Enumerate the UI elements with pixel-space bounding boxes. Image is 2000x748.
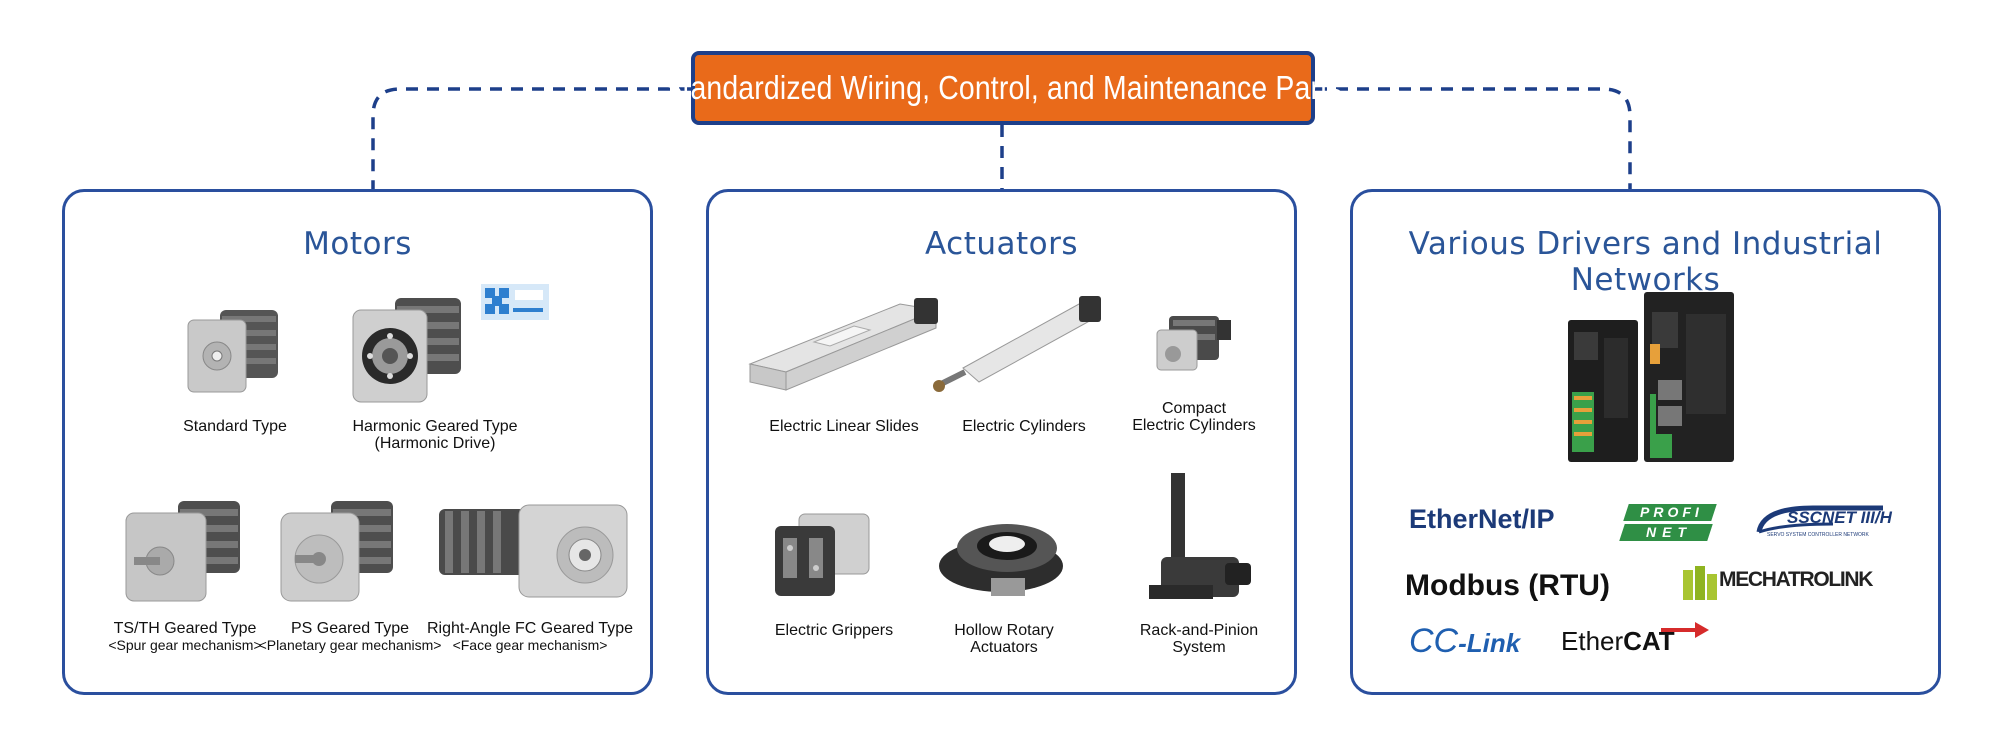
- connector-right: [1315, 87, 1632, 189]
- actuator-compact-caption: Compact Electric Cylinders: [1132, 400, 1256, 434]
- header-box: Standardized Wiring, Control, and Mainte…: [663, 51, 1342, 125]
- harmonic-drive-logo-icon: [481, 284, 549, 320]
- actuator-rack-pinion: Rack-and-Pinion System: [1114, 467, 1284, 672]
- electric-cylinder-icon: [933, 296, 1101, 392]
- motor-harmonic-geared: Harmonic Geared Type (Harmonic Drive): [335, 284, 549, 462]
- motors-panel: Motors Standard Type: [62, 189, 653, 695]
- planetary-gear-motor-icon: [280, 501, 393, 602]
- motor-harmonic-caption: Harmonic Geared Type (Harmonic Drive): [352, 418, 518, 452]
- drivers-title: Various Drivers and Industrial Networks: [1408, 226, 1883, 298]
- modbus-rtu-logo: Modbus (RTU): [1405, 569, 1610, 602]
- drivers-panel: Various Drivers and Industrial Networks …: [1350, 189, 1941, 695]
- actuator-grippers-caption: Electric Grippers: [774, 622, 894, 639]
- actuator-hollow-caption: Hollow Rotary Actuators: [954, 622, 1054, 656]
- motor-ps-caption: PS Geared Type <Planetary gear mechanism…: [258, 620, 442, 653]
- sscnet-logo: SSCNET III/H SERVO SYSTEM CONTROLLER NET…: [1753, 502, 1893, 542]
- actuator-linear-slides: Electric Linear Slides: [748, 292, 939, 462]
- actuator-compact-cylinders: Compact Electric Cylinders: [1109, 302, 1279, 462]
- profinet-logo: PROFI NET: [1619, 504, 1720, 542]
- gripper-icon: [775, 513, 870, 596]
- ethercat-logo: EtherCAT: [1561, 622, 1721, 666]
- actuators-panel: Actuators Electric Linear Slides Electri…: [706, 189, 1297, 695]
- ethernet-ip-logo: EtherNet/IP: [1409, 504, 1555, 534]
- motors-title: Motors: [303, 226, 412, 262]
- motor-ps-geared: PS Geared Type <Planetary gear mechanism…: [255, 497, 445, 677]
- driver-units-icon: [1568, 292, 1734, 462]
- stepper-motor-icon: [187, 310, 278, 393]
- motor-standard-caption: Standard Type: [183, 418, 287, 435]
- actuator-rack-caption: Rack-and-Pinion System: [1139, 622, 1259, 656]
- harmonic-motor-icon: [352, 298, 461, 403]
- header-title: Standardized Wiring, Control, and Mainte…: [663, 69, 1343, 106]
- cc-link-logo: CC-Link: [1409, 622, 1521, 660]
- actuator-cylinders: Electric Cylinders: [929, 292, 1119, 462]
- actuator-hollow-rotary: Hollow Rotary Actuators: [919, 502, 1089, 672]
- connector-left: [371, 87, 691, 189]
- sscnet-swoosh-icon: [1756, 505, 1883, 534]
- compact-cylinder-icon: [1156, 316, 1231, 371]
- actuator-grippers: Electric Grippers: [749, 502, 919, 672]
- linear-slide-icon: [748, 298, 938, 391]
- ethercat-arrow-icon: [1661, 622, 1709, 638]
- motor-standard-type: Standard Type: [160, 302, 310, 452]
- actuator-linear-caption: Electric Linear Slides: [769, 418, 919, 435]
- right-angle-gear-motor-icon: [439, 504, 628, 598]
- spur-gear-motor-icon: [125, 501, 240, 602]
- actuators-title: Actuators: [924, 226, 1079, 262]
- mechatrolink-mark-icon: [1683, 566, 1717, 600]
- hollow-rotary-icon: [939, 524, 1063, 596]
- motor-ts-th-caption: TS/TH Geared Type <Spur gear mechanism>: [108, 620, 262, 653]
- mechatrolink-logo: MECHATROLINK: [1683, 566, 1883, 606]
- motor-right-angle-caption: Right-Angle FC Geared Type <Face gear me…: [426, 620, 634, 653]
- motor-right-angle-fc: Right-Angle FC Geared Type <Face gear me…: [415, 497, 645, 677]
- rack-pinion-icon: [1149, 473, 1251, 599]
- actuator-cylinders-caption: Electric Cylinders: [962, 418, 1086, 435]
- motor-ts-th-geared: TS/TH Geared Type <Spur gear mechanism>: [90, 497, 280, 677]
